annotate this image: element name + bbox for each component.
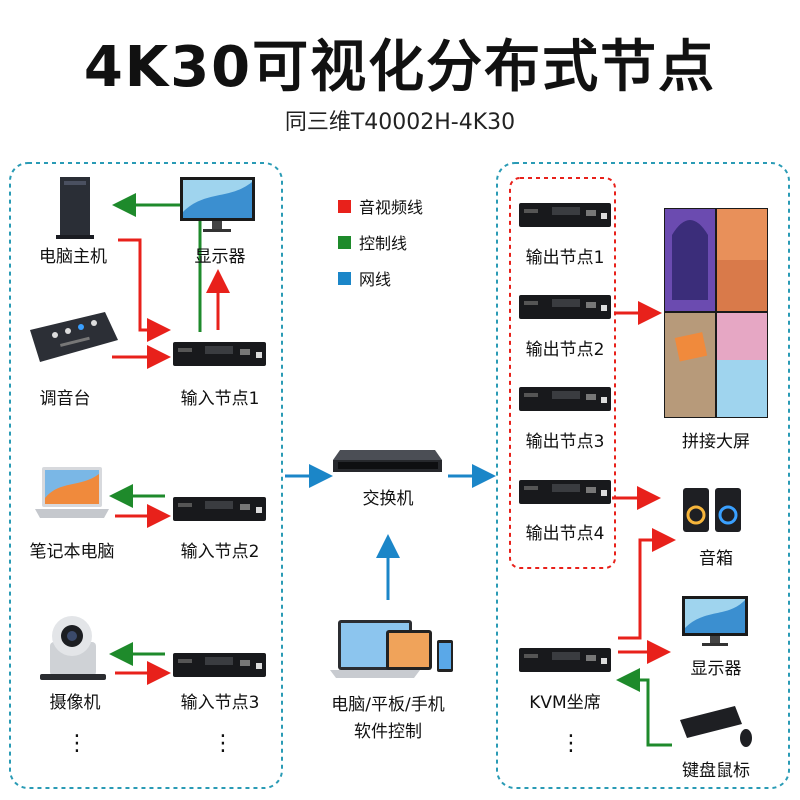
node-box-output4 (519, 480, 611, 504)
label-input-node-1: 输入节点1 (180, 389, 260, 409)
label-input-node-2: 输入节点2 (180, 542, 260, 562)
node-box-output3 (519, 387, 611, 411)
node-box-input2 (173, 497, 266, 521)
legend-item-av: 音视频线 (338, 194, 423, 218)
label-laptop: 笔记本电脑 (29, 542, 115, 562)
node-box-input3 (173, 653, 266, 677)
legend: 音视频线 控制线 网线 (338, 194, 423, 290)
node-box-output1 (519, 203, 611, 227)
label-keyboard-mouse: 键盘鼠标 (682, 761, 750, 781)
label-video-wall: 拼接大屏 (682, 432, 750, 452)
page-title: 4K30可视化分布式节点 (83, 35, 717, 100)
more-inputs-indicator: ⋮ (212, 731, 234, 756)
pc-tower-icon (56, 177, 94, 239)
laptop-icon (35, 467, 109, 518)
label-control-devices: 电脑/平板/手机 (331, 695, 445, 715)
node-box-output2 (519, 295, 611, 319)
label-mixer: 调音台 (39, 389, 91, 409)
label-speaker: 音箱 (699, 549, 733, 569)
label-input-node-3: 输入节点3 (180, 693, 260, 713)
label-monitor-right: 显示器 (690, 659, 742, 679)
label-camera: 摄像机 (49, 693, 101, 713)
node-box-kvm (519, 648, 611, 672)
label-pc-host: 电脑主机 (39, 247, 107, 267)
legend-label-control: 控制线 (359, 234, 408, 253)
network-switch-icon (333, 450, 442, 472)
monitor-icon (180, 177, 255, 232)
label-switch: 交换机 (362, 489, 414, 509)
output-nodes-frame (509, 177, 616, 569)
label-kvm-seat: KVM坐席 (529, 693, 601, 713)
more-devices-indicator: ⋮ (66, 731, 88, 756)
control-devices-icon (330, 620, 453, 678)
legend-swatch-green (338, 235, 351, 249)
legend-swatch-red (338, 199, 351, 213)
legend-swatch-blue (338, 271, 351, 285)
label-monitor-left: 显示器 (194, 247, 246, 267)
node-box-input1 (173, 342, 266, 366)
label-output-node-1: 输出节点1 (525, 248, 605, 268)
legend-item-control: 控制线 (338, 230, 423, 254)
mixer-icon (30, 312, 118, 362)
label-output-node-3: 输出节点3 (525, 432, 605, 452)
video-wall-icon (664, 208, 768, 418)
ptz-camera-icon (40, 616, 106, 680)
keyboard-mouse-icon (680, 706, 752, 747)
speaker-icon (683, 488, 741, 532)
legend-label-av: 音视频线 (359, 198, 424, 217)
legend-label-network: 网线 (359, 270, 392, 289)
more-outputs-indicator: ⋮ (560, 731, 582, 756)
label-output-node-4: 输出节点4 (525, 524, 605, 544)
monitor-right-icon (682, 596, 748, 646)
legend-item-network: 网线 (338, 266, 423, 290)
output-group-frame (496, 162, 790, 789)
model-subtitle: 同三维T40002H-4K30 (284, 110, 516, 135)
label-output-node-2: 输出节点2 (525, 340, 605, 360)
label-software-control: 软件控制 (354, 722, 422, 742)
